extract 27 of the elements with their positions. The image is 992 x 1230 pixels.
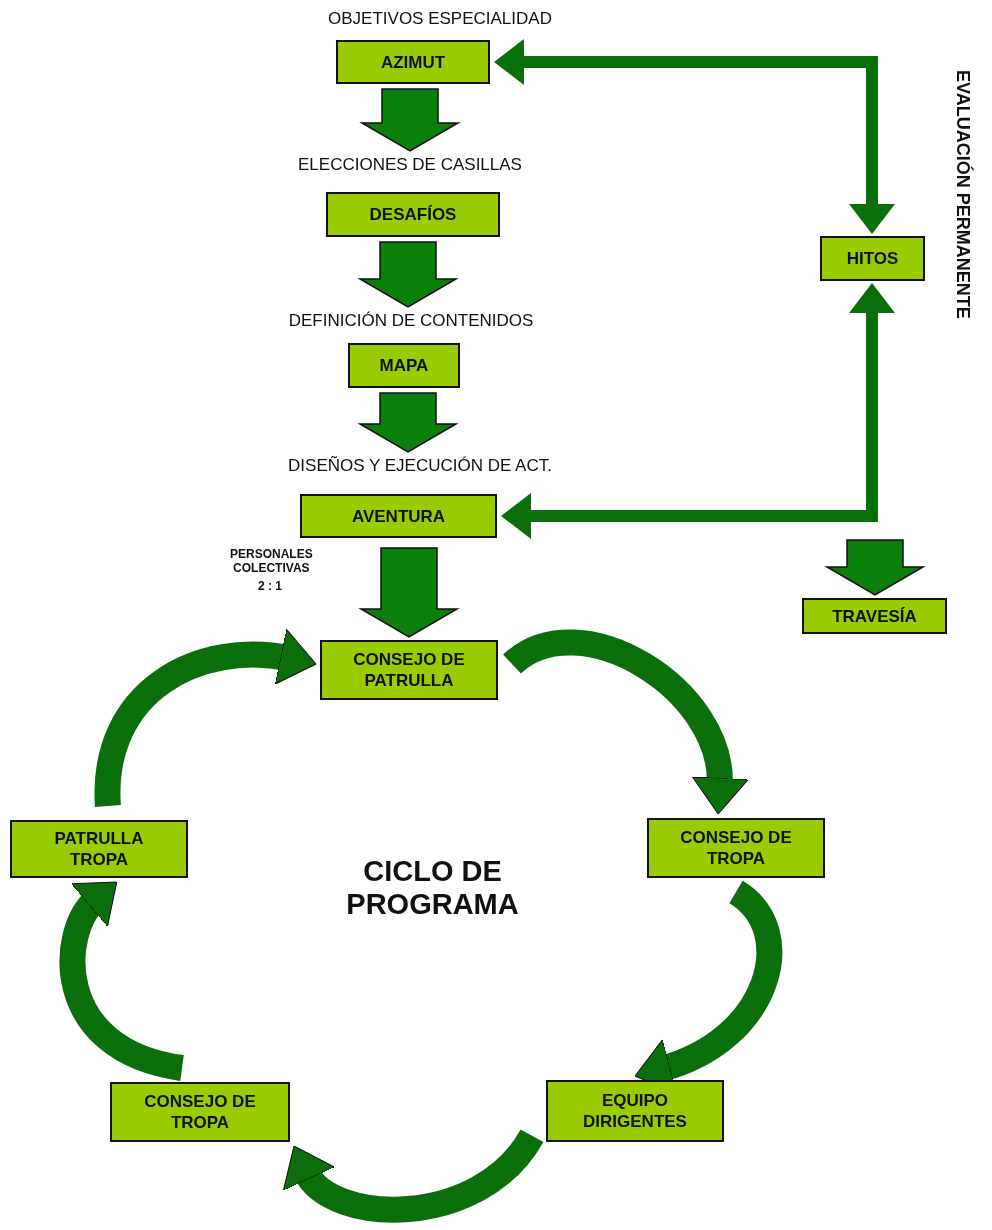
block-arrow — [824, 539, 926, 596]
arrow — [501, 283, 895, 539]
step-heading: DISEÑOS Y EJECUCIÓN DE ACT. — [287, 455, 553, 477]
process-box: AVENTURA — [300, 494, 497, 538]
step-heading: DEFINICIÓN DE CONTENIDOS — [287, 310, 535, 332]
curved-arrow — [286, 1128, 543, 1223]
process-box: AZIMUT — [336, 40, 490, 84]
block-arrow — [359, 88, 461, 152]
process-box: EQUIPO DIRIGENTES — [546, 1080, 724, 1142]
step-heading: OBJETIVOS ESPECIALIDAD — [327, 8, 553, 30]
vertical-title: EVALUACIÓN PERMANENTE — [952, 70, 973, 319]
process-box: CONSEJO DE PATRULLA — [320, 640, 498, 700]
block-arrow — [357, 241, 459, 308]
process-box: MAPA — [348, 343, 460, 388]
process-box: CONSEJO DE TROPA — [110, 1082, 290, 1142]
block-arrow — [357, 392, 459, 453]
process-box: HITOS — [820, 236, 925, 281]
arrow — [494, 39, 895, 234]
center-title: CICLO DE PROGRAMA — [345, 855, 520, 922]
process-box: DESAFÍOS — [326, 192, 500, 237]
block-arrow — [358, 547, 460, 638]
process-box: TRAVESÍA — [802, 598, 947, 634]
note-text: PERSONALES COLECTIVAS — [230, 548, 313, 576]
step-heading: ELECCIONES DE CASILLAS — [297, 154, 523, 176]
process-box: CONSEJO DE TROPA — [647, 818, 825, 878]
ratio-text: 2 : 1 — [258, 580, 282, 594]
process-box: PATRULLA TROPA — [10, 820, 188, 878]
